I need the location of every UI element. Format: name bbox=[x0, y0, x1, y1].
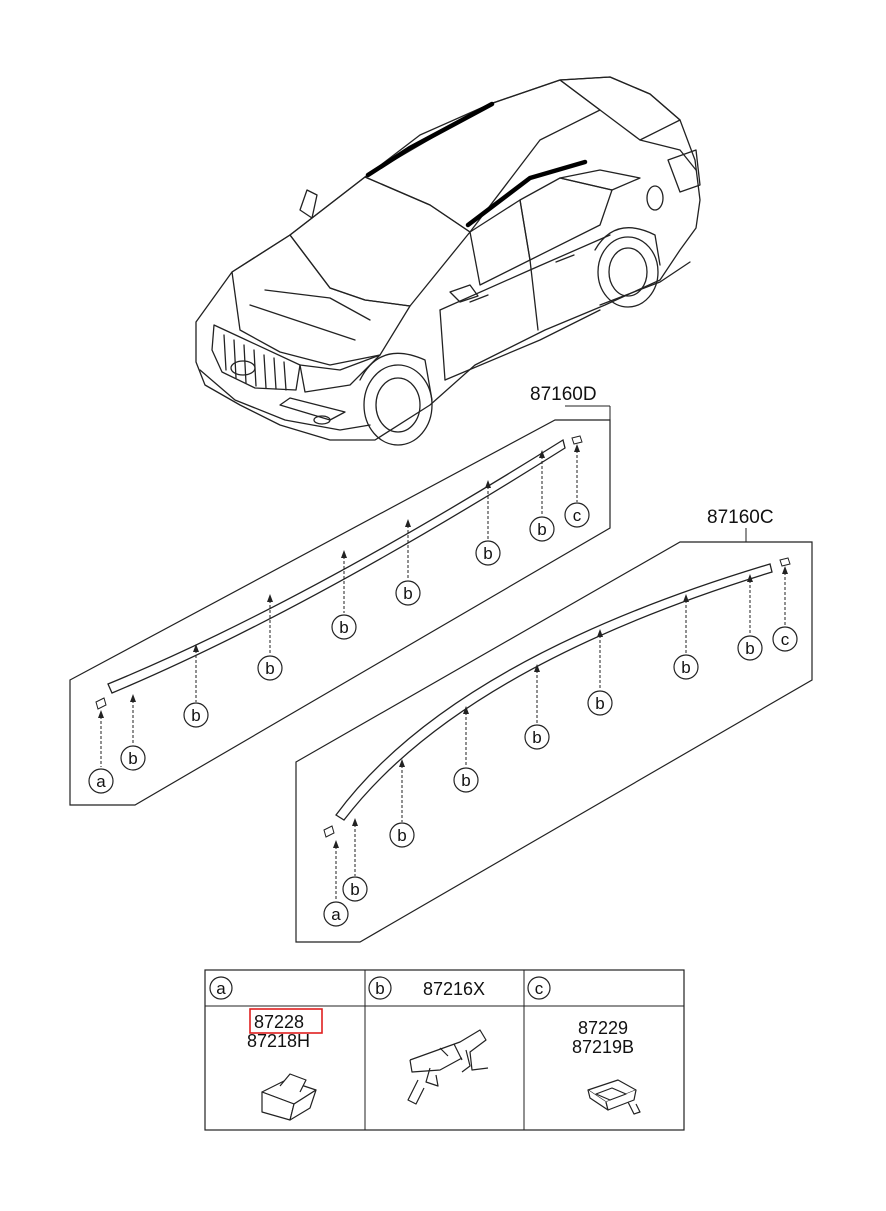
molding-strip-87160d bbox=[107, 438, 566, 694]
callout-c bbox=[772, 626, 798, 652]
assembly-87160d-label: 87160D bbox=[530, 384, 597, 405]
callout-b bbox=[587, 690, 613, 716]
legend-a-callout bbox=[209, 976, 233, 1000]
legend-c-part-87229: 87229 bbox=[578, 1018, 628, 1038]
callout-b bbox=[183, 702, 209, 728]
assembly-87160d-outline bbox=[69, 419, 611, 806]
callout-b-letter: b bbox=[403, 584, 412, 603]
callout-b-letter: b bbox=[128, 749, 137, 768]
legend-c-callout bbox=[527, 976, 551, 1000]
callout-b-letter: b bbox=[397, 826, 406, 845]
legend-c-letter: c bbox=[535, 979, 544, 998]
callout-b bbox=[395, 580, 421, 606]
callout-b-letter: b bbox=[595, 694, 604, 713]
assembly-87160c-outline bbox=[295, 541, 813, 943]
end-cap-icon bbox=[323, 825, 335, 838]
end-cap-icon bbox=[779, 557, 791, 567]
callout-b bbox=[342, 876, 368, 902]
legend-a-letter: a bbox=[216, 979, 226, 998]
legend-a-part-87228: 87228 bbox=[254, 1012, 304, 1032]
legend-a-part-87218h: 87218H bbox=[247, 1031, 310, 1051]
callout-b bbox=[453, 767, 479, 793]
callout-b-letter: b bbox=[191, 706, 200, 725]
callout-b-letter: b bbox=[681, 658, 690, 677]
callout-b-letter: b bbox=[483, 544, 492, 563]
clip-c-icon bbox=[587, 1079, 641, 1115]
legend-table: a b c 87216X 87228 87218H 87229 87219B bbox=[204, 969, 685, 1131]
callout-b bbox=[257, 655, 283, 681]
callout-c bbox=[564, 502, 590, 528]
callout-b-letter: b bbox=[339, 618, 348, 637]
end-cap-icon bbox=[571, 435, 583, 445]
callout-c-letter: c bbox=[573, 506, 582, 525]
legend-table-border bbox=[204, 969, 685, 1131]
assembly-87160c-label: 87160C bbox=[707, 507, 774, 528]
roof-molding-right-highlight bbox=[465, 159, 588, 228]
legend-c-part-87219b: 87219B bbox=[572, 1037, 634, 1057]
assembly-87160d: 87160D bbox=[69, 384, 611, 806]
roof-molding-left-highlight bbox=[365, 101, 495, 178]
callout-b bbox=[737, 635, 763, 661]
legend-b-letter: b bbox=[375, 979, 384, 998]
callout-b-letter: b bbox=[265, 659, 274, 678]
callout-b bbox=[389, 822, 415, 848]
callout-a bbox=[323, 901, 349, 927]
callout-b bbox=[529, 516, 555, 542]
callout-a bbox=[88, 768, 114, 794]
callout-b bbox=[475, 540, 501, 566]
legend-b-part-87216x: 87216X bbox=[423, 979, 485, 999]
callout-b bbox=[120, 745, 146, 771]
legend-b-callout bbox=[368, 976, 392, 1000]
molding-strip-87160c bbox=[335, 563, 773, 821]
clip-a-icon bbox=[261, 1073, 317, 1121]
callout-b-letter: b bbox=[745, 639, 754, 658]
car-illustration bbox=[195, 76, 701, 446]
callout-b-letter: b bbox=[537, 520, 546, 539]
callout-b bbox=[673, 654, 699, 680]
callout-b bbox=[331, 614, 357, 640]
callout-c-letter: c bbox=[781, 630, 790, 649]
callout-b-letter: b bbox=[350, 880, 359, 899]
callout-b bbox=[524, 724, 550, 750]
callout-a-letter: a bbox=[331, 905, 341, 924]
callout-b-letter: b bbox=[461, 771, 470, 790]
assembly-87160c: 87160C bbox=[295, 507, 813, 943]
highlight-box bbox=[249, 1008, 323, 1034]
callout-b-letter: b bbox=[532, 728, 541, 747]
end-cap-icon bbox=[95, 697, 107, 710]
callout-a-letter: a bbox=[96, 772, 106, 791]
clip-b-icon bbox=[407, 1029, 489, 1105]
